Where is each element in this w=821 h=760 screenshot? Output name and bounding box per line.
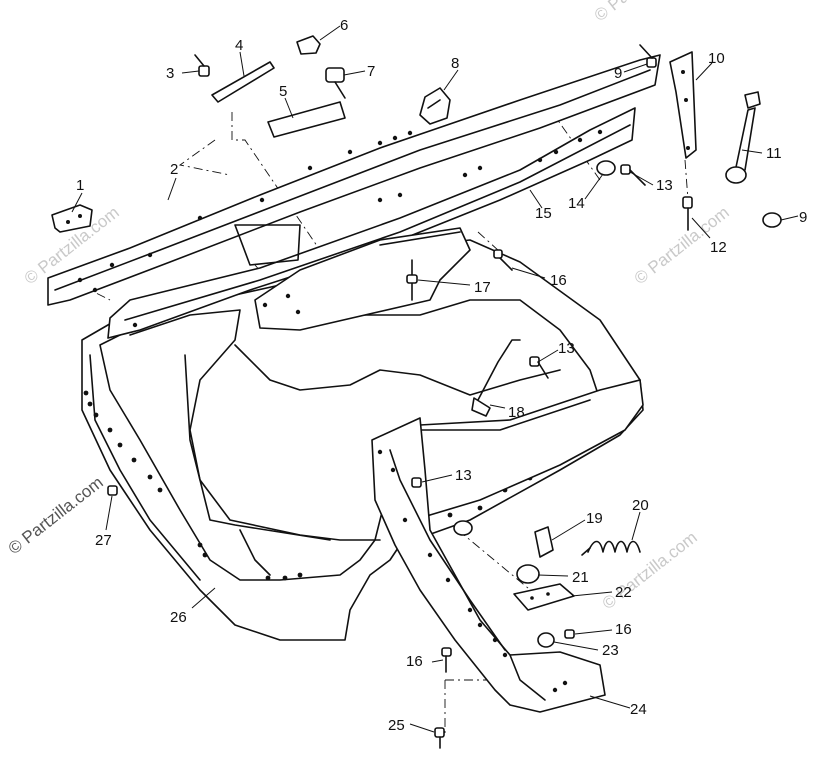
part-1-bracket [51,204,93,233]
callout-6: 6 [340,17,348,34]
callout-2: 2 [170,161,178,178]
part-5-trim [267,101,346,138]
part-11-bolt [725,91,761,184]
callout-9b: 9 [799,209,807,226]
part-2-long-rail [47,54,661,306]
callout-23: 23 [602,642,619,659]
part-18-rod [471,339,521,417]
watermark-text: © Partzilla.com [591,0,693,25]
part-9-fastener [762,212,782,228]
part-14-nut [596,160,616,176]
part-7-bolt [325,67,346,99]
part-15-lower-rail [107,107,636,339]
callout-13: 13 [656,177,673,194]
part-10-bracket [669,51,697,159]
callout-17: 17 [474,279,491,296]
callout-21: 21 [572,569,589,586]
part-3-fastener [194,54,210,77]
callout-3: 3 [166,65,174,82]
inner-panel-plate [234,224,471,331]
watermark-text: © Partzilla.com [5,473,107,559]
bracket-holes [377,449,568,693]
part-19-clip [534,526,554,558]
callout-11: 11 [766,145,782,162]
callout-25: 25 [388,717,405,734]
callout-16b: 16 [615,621,632,638]
callout-8: 8 [451,55,459,72]
callout-12: 12 [710,239,727,256]
callout-24: 24 [630,701,647,718]
part-24-lower-bracket [371,417,606,713]
callout-26: 26 [170,609,187,626]
part-20-spring [581,540,641,556]
part-16-pin [564,629,575,639]
callout-14: 14 [568,195,585,212]
callout-13c: 13 [455,467,472,484]
part-21-cap [453,520,540,584]
part-23-clamp [537,632,555,648]
callout-labels: 1 2 3 4 5 6 7 8 9 10 11 9 12 13 14 15 16… [76,17,807,734]
callout-13b: 13 [558,340,575,357]
part-6-cap [296,35,321,55]
callout-4: 4 [235,37,243,54]
part-25-screw [434,727,445,749]
callout-20: 20 [632,497,649,514]
part-13-clip [620,164,646,186]
lower-rail-holes [132,129,603,328]
callout-16: 16 [550,272,567,289]
callout-22: 22 [615,584,632,601]
part-9-fastener [639,44,657,68]
part-16-pin [441,647,452,673]
part-22-plate [513,583,575,611]
callout-5: 5 [279,83,287,100]
callout-1: 1 [76,177,84,194]
part-8-latch [419,87,451,125]
callout-27: 27 [95,532,112,549]
part-13-clip [411,477,422,488]
callout-9: 9 [614,65,622,82]
callout-18: 18 [508,404,525,421]
leader-lines [71,25,799,733]
callout-10: 10 [708,50,725,67]
rail-holes [77,130,413,293]
callout-15: 15 [535,205,552,222]
callout-19: 19 [586,510,603,527]
callout-7: 7 [367,63,375,80]
part-16-pin [493,249,513,271]
part-12-pin [682,196,693,231]
callout-16c: 16 [406,653,423,670]
part-27-rivet [107,485,118,496]
part-17-stud [406,259,418,301]
part-4-strip [211,61,275,103]
